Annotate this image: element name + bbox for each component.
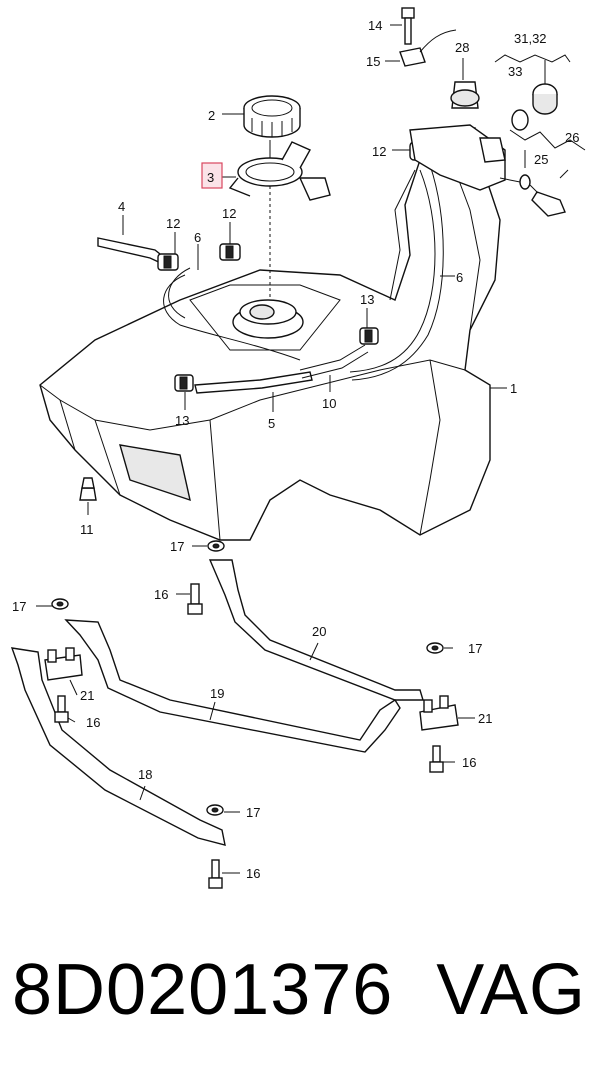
bolt-14[interactable] [401, 7, 415, 45]
callout-13-left[interactable]: 13 [175, 413, 189, 428]
hose-clamp-13-right[interactable] [359, 327, 379, 345]
grommet-11[interactable] [79, 477, 97, 501]
brand-name: VAG [436, 950, 586, 1030]
footer: 8D0201376 VAG [0, 940, 600, 1060]
ring-nut[interactable] [243, 95, 301, 138]
bracket-15[interactable] [399, 29, 457, 67]
callout-10[interactable]: 10 [322, 396, 336, 411]
callout-28[interactable]: 28 [455, 40, 469, 55]
callout-2[interactable]: 2 [208, 108, 215, 123]
valve-26[interactable] [531, 191, 566, 217]
exploded-parts-diagram: 14 15 28 31,32 33 2 12 26 25 3 4 12 12 6… [10, 7, 586, 889]
washer-17-right[interactable] [426, 642, 444, 654]
bolt-16-bottom[interactable] [208, 859, 223, 889]
sender-flange[interactable] [189, 284, 341, 351]
callout-5[interactable]: 5 [268, 416, 275, 431]
callout-12-left[interactable]: 12 [166, 216, 180, 231]
callout-17-bottom[interactable]: 17 [246, 805, 260, 820]
callout-3[interactable]: 3 [207, 170, 214, 185]
hose-5[interactable] [194, 371, 313, 394]
callout-31-32[interactable]: 31,32 [514, 31, 547, 46]
washer-17-left[interactable] [51, 598, 69, 610]
callout-33[interactable]: 33 [508, 64, 522, 79]
seal-ring[interactable] [228, 141, 331, 201]
strap-20[interactable] [208, 559, 424, 701]
callout-3-highlight [201, 162, 223, 189]
bolt-16-top[interactable] [187, 583, 203, 615]
callout-4[interactable]: 4 [118, 199, 125, 214]
strap-19[interactable] [64, 619, 401, 753]
callout-14[interactable]: 14 [368, 18, 382, 33]
fuel-tank[interactable] [39, 149, 501, 541]
line-10[interactable] [299, 344, 369, 379]
callout-13-right[interactable]: 13 [360, 292, 374, 307]
bolt-16-right[interactable] [429, 745, 444, 773]
grommet-25[interactable] [519, 174, 531, 190]
callout-11[interactable]: 11 [80, 522, 94, 537]
bracket-21-right[interactable] [419, 695, 459, 731]
callout-1[interactable]: 1 [510, 381, 517, 396]
callout-16-right[interactable]: 16 [462, 755, 476, 770]
leader-lines [36, 24, 507, 874]
callout-21-right[interactable]: 21 [478, 711, 492, 726]
callout-12-mid[interactable]: 12 [222, 206, 236, 221]
seal-33[interactable] [511, 109, 529, 131]
callout-25[interactable]: 25 [534, 152, 548, 167]
callout-17-right[interactable]: 17 [468, 641, 482, 656]
callout-17-left[interactable]: 17 [12, 599, 26, 614]
filler-housing[interactable] [409, 124, 506, 191]
callout-16-left[interactable]: 16 [86, 715, 100, 730]
washer-17-top[interactable] [207, 540, 225, 552]
callout-20[interactable]: 20 [312, 624, 326, 639]
callout-6-right[interactable]: 6 [456, 270, 463, 285]
callout-21-left[interactable]: 21 [80, 688, 94, 703]
callout-16-top[interactable]: 16 [154, 587, 168, 602]
callout-15[interactable]: 15 [366, 54, 380, 69]
callout-18[interactable]: 18 [138, 767, 152, 782]
cap-31-32[interactable] [532, 83, 558, 115]
callout-26[interactable]: 26 [565, 130, 579, 145]
hose-clamp-12-left[interactable] [157, 253, 179, 271]
breather-hose-4[interactable] [97, 237, 166, 265]
hose-clamp-13-left[interactable] [174, 374, 194, 392]
washer-17-bottom[interactable] [206, 804, 224, 816]
bracket-21-left[interactable] [44, 647, 83, 681]
vent-line-6[interactable] [163, 164, 444, 381]
callout-16-bottom[interactable]: 16 [246, 866, 260, 881]
callout-19[interactable]: 19 [210, 686, 224, 701]
strap-18[interactable] [10, 647, 226, 846]
hose-clamp-12-mid[interactable] [219, 243, 241, 261]
callout-17-top[interactable]: 17 [170, 539, 184, 554]
callout-12-top[interactable]: 12 [372, 144, 386, 159]
part-number: 8D0201376 [12, 950, 394, 1030]
bolt-16-left[interactable] [54, 695, 69, 723]
callout-6-left[interactable]: 6 [194, 230, 201, 245]
